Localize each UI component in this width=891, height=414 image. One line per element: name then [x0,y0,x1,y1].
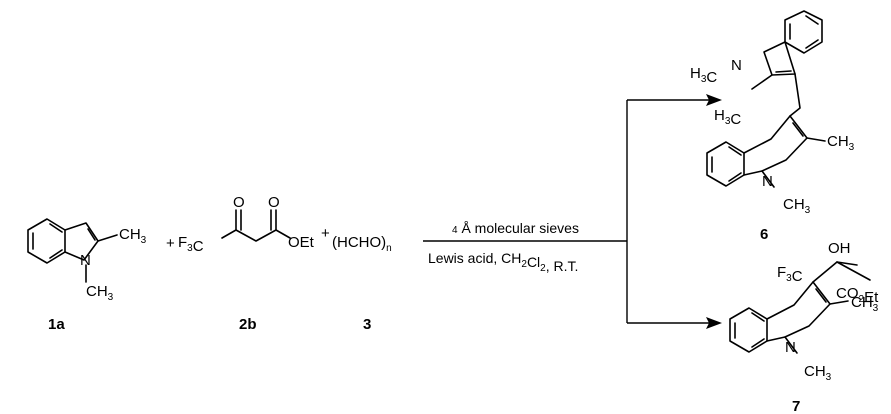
r1-n-label: N [80,252,91,269]
p6-n2-label: N [762,173,773,190]
reaction-arrow [423,94,722,329]
p7-co2et-label: CO2Et [836,285,879,306]
condition-above: 4 Å molecular sieves [452,220,579,236]
condition-below: Lewis acid, CH2Cl2, R.T. [428,250,578,274]
reactant-2b-structure [221,209,291,242]
label-2b: 2b [239,316,257,333]
r2-o2-label: O [268,194,280,211]
product-6-structure [706,10,826,188]
product-7-structure [729,261,871,354]
p7-cf3-label: F3C [777,264,803,285]
r3-formula: (HCHO)n [332,234,392,254]
p6-nch3-label: CH3 [783,196,811,216]
r2-o1-label: O [233,194,245,211]
label-1a: 1a [48,316,65,333]
p6-h3c-n-label: H3C [690,65,717,86]
r1-ch3-label: CH3 [119,226,147,246]
p7-n-label: N [785,339,796,356]
plus-sign-2: + [321,225,330,242]
label-3: 3 [363,316,371,333]
label-6: 6 [760,226,768,243]
p7-nch3-label: CH3 [804,363,832,383]
reactant-1a-structure [27,218,118,283]
p6-n1-label: N [731,57,742,74]
r2-cf3-label: F3C [178,234,204,255]
p6-h3c-2-label: H3C [714,107,741,128]
p7-oh-label: OH [828,240,851,257]
p7-ch3-label: CH3 [851,294,879,314]
label-7: 7 [792,398,800,414]
r2-oet-label: OEt [288,234,315,251]
p6-ch3-2-label: CH3 [827,133,855,153]
r1-nch3-label: CH3 [86,283,114,303]
plus-sign-1: + [166,235,175,252]
